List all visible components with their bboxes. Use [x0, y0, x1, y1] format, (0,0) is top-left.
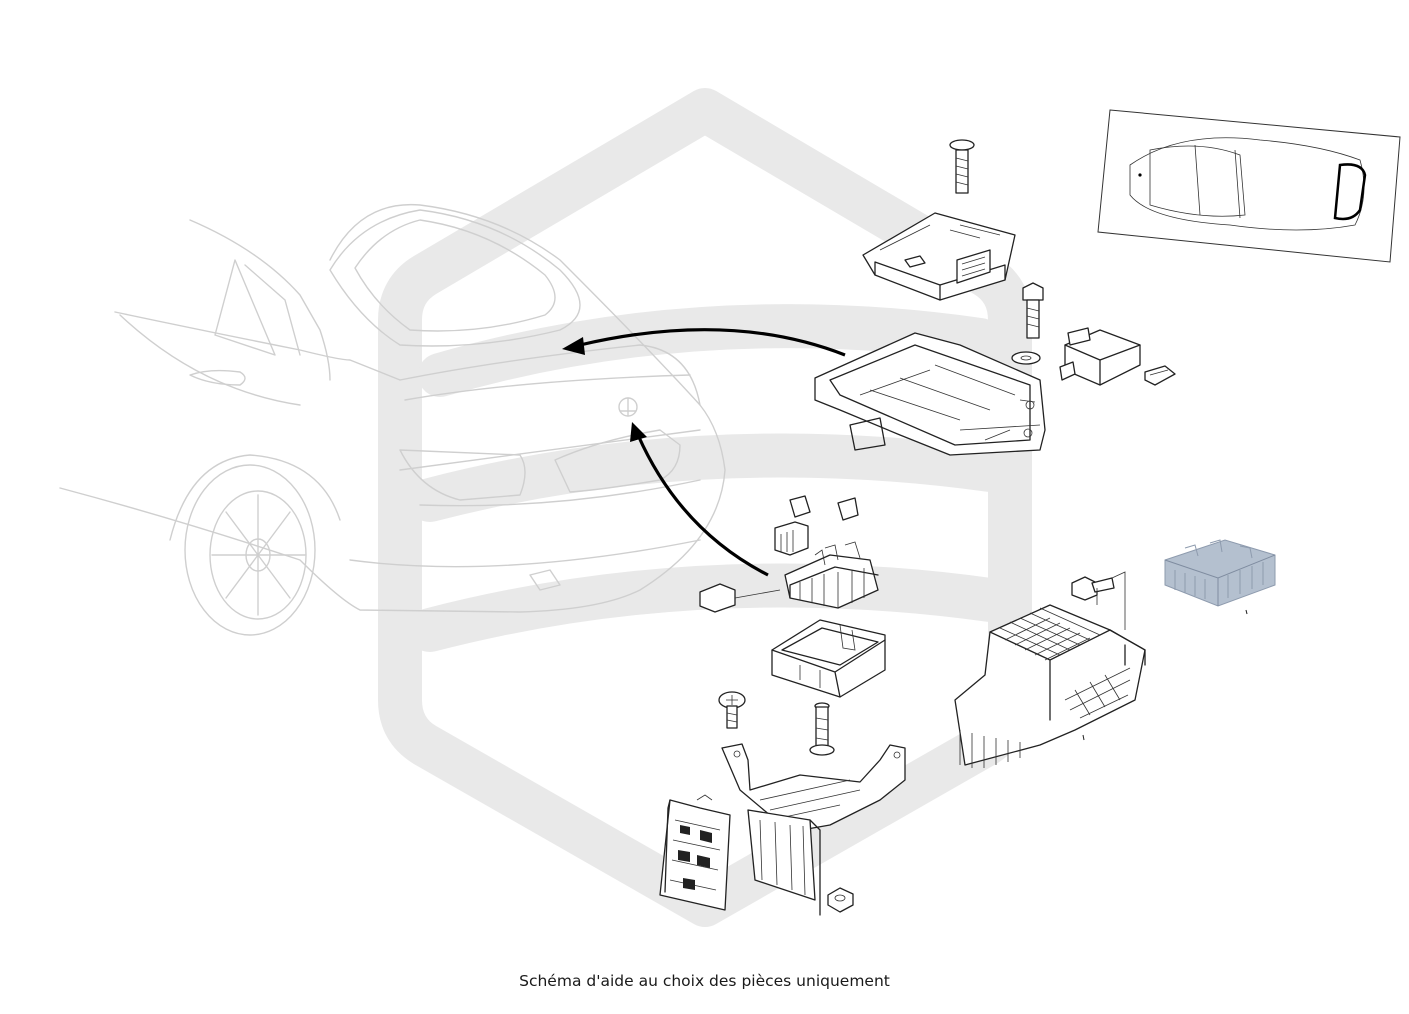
bolt-housing [1071, 571, 1126, 630]
vehicle-rear-outline [59, 203, 726, 636]
highlighted-connector [1164, 539, 1276, 607]
pointer-arrows [562, 328, 846, 577]
bolt-top [949, 139, 975, 194]
cover-box [771, 619, 886, 698]
mounting-tray [814, 332, 1046, 456]
hex-nut [827, 887, 854, 913]
diagram-caption: Schéma d'aide au choix des pièces unique… [519, 972, 890, 990]
relay-fuse-group [699, 495, 879, 613]
location-thumbnail [1097, 109, 1401, 263]
control-module-top [862, 212, 1016, 301]
mounting-bracket [721, 743, 906, 916]
screw-bottom-left [718, 691, 746, 729]
control-unit-board [659, 794, 731, 911]
stud-bottom [809, 702, 835, 756]
connector-module-right [1059, 327, 1176, 386]
large-housing [954, 604, 1146, 768]
bolt-middle [1011, 282, 1044, 365]
